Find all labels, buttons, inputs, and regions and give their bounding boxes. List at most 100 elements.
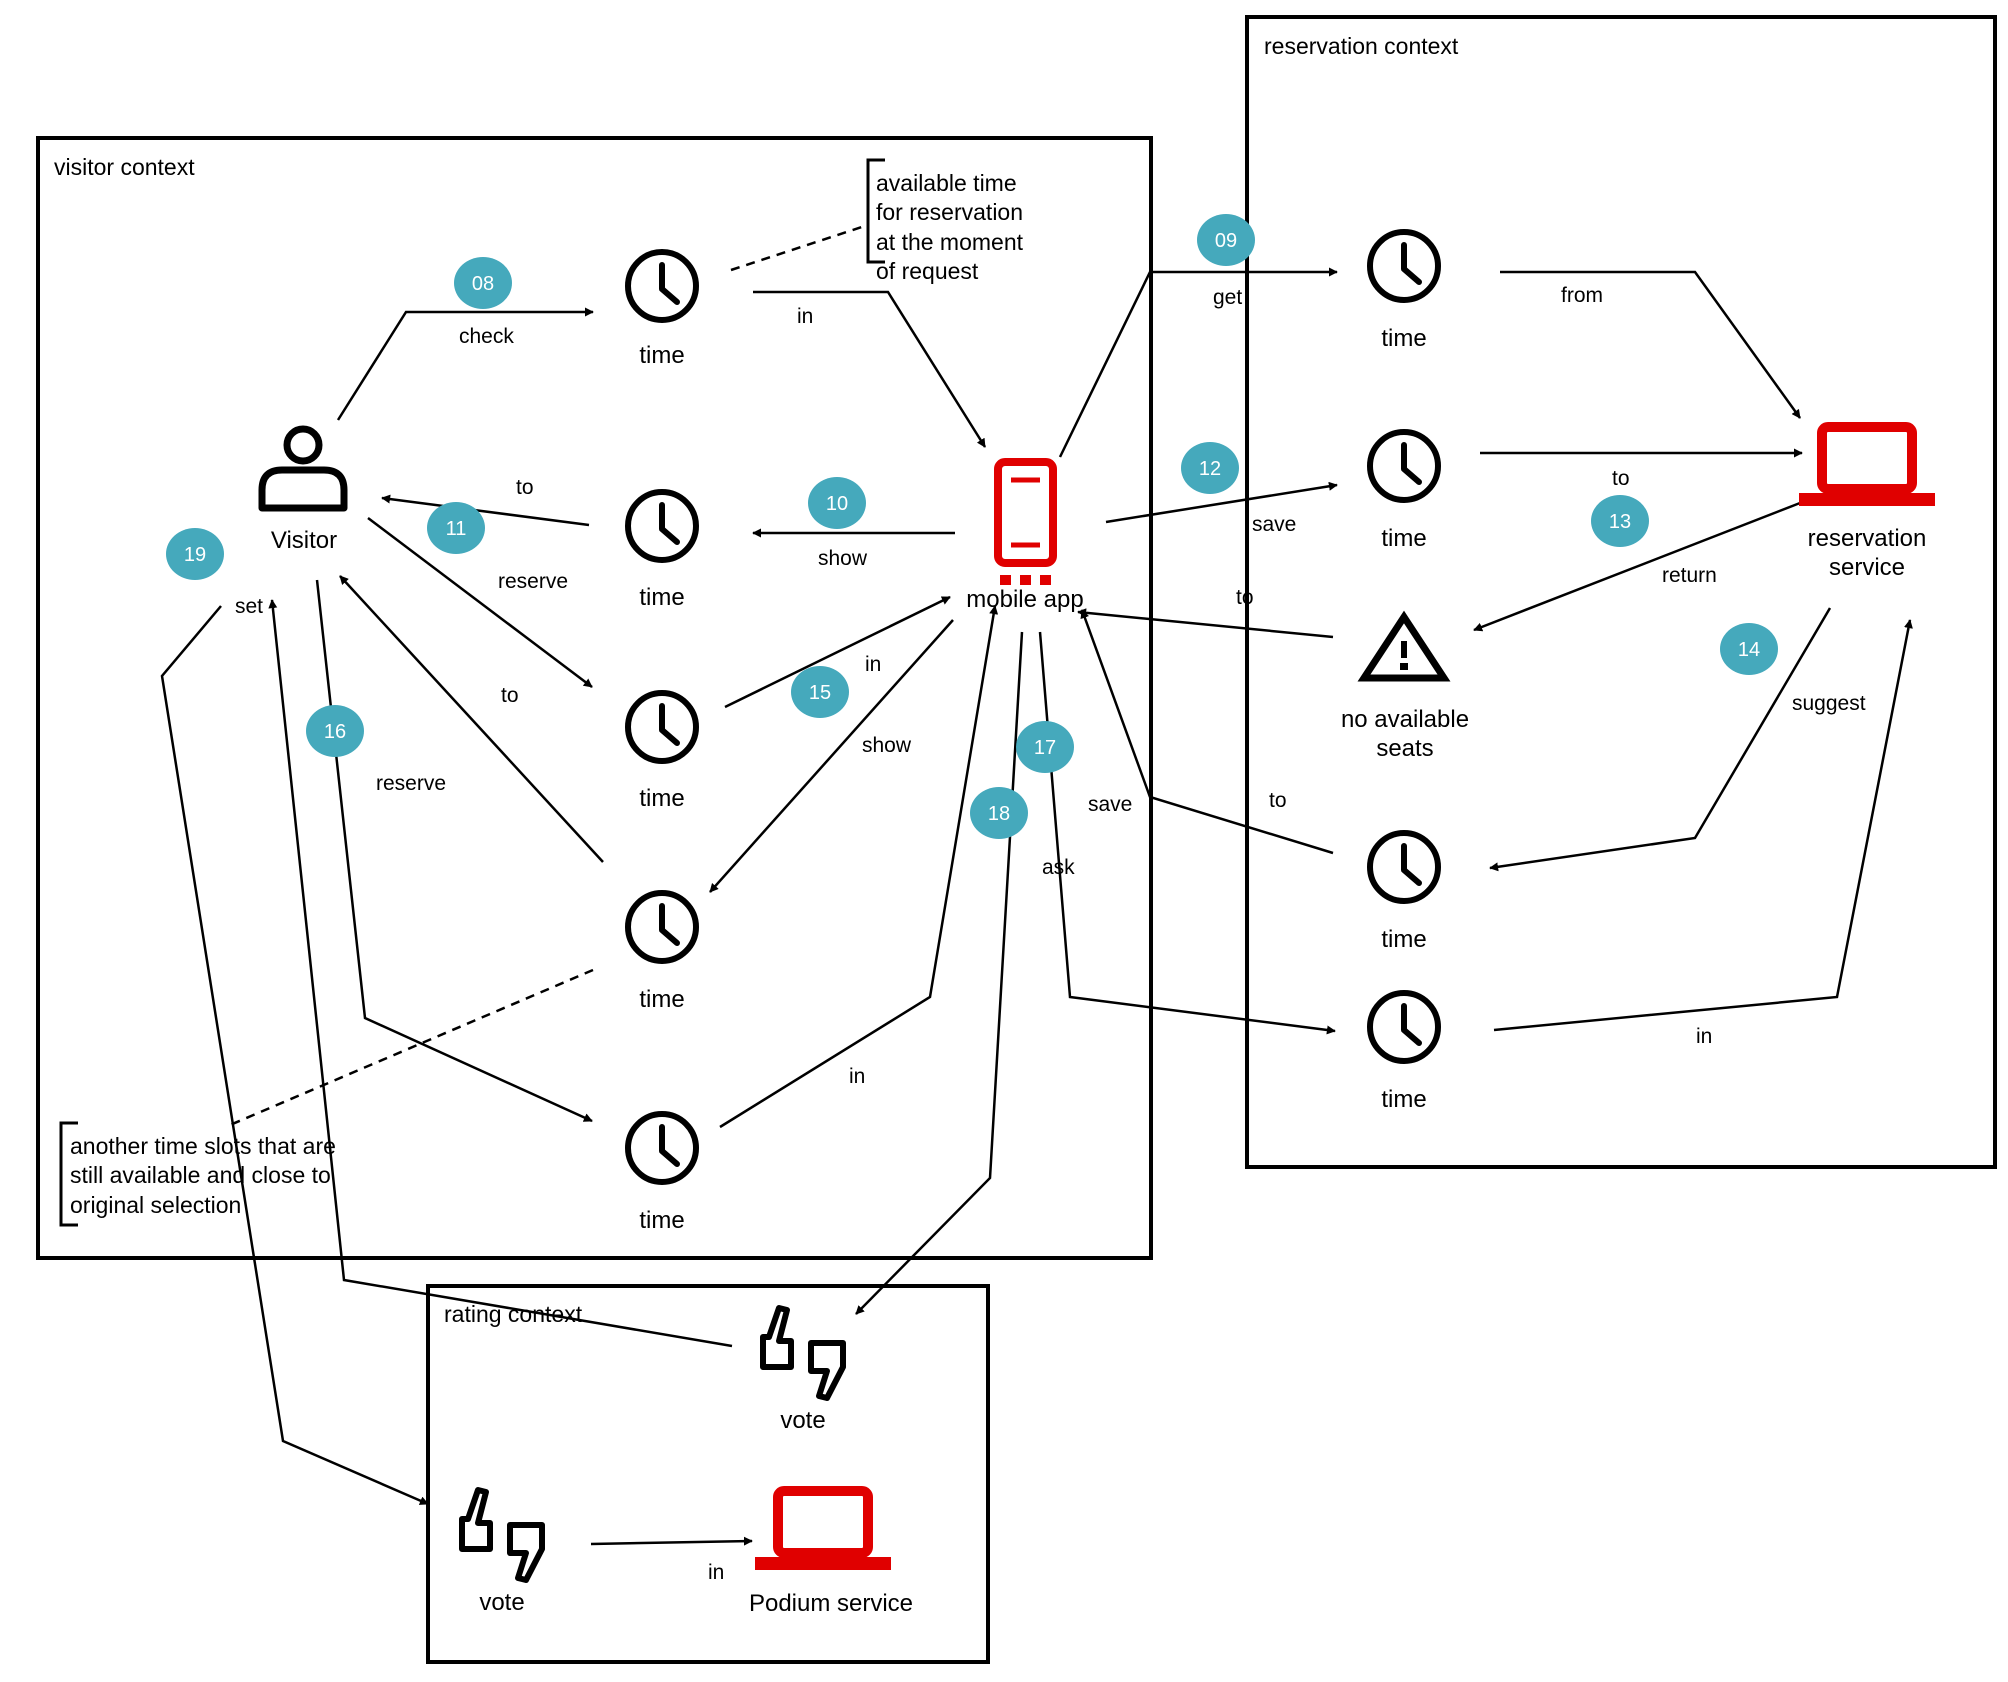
visitor-label: Visitor xyxy=(271,527,337,554)
svg-text:17: 17 xyxy=(1034,737,1056,759)
clock-icon xyxy=(628,492,696,560)
time-event-14[interactable]: time xyxy=(1370,833,1438,953)
time-event-08[interactable]: time xyxy=(628,252,696,369)
edge-service-return-warning xyxy=(1473,501,1801,632)
clock-icon xyxy=(628,252,696,320)
label-to-16: to xyxy=(501,684,519,707)
step-badge-18: 18 xyxy=(970,787,1028,839)
label-save-1: save xyxy=(1252,513,1296,536)
visitor-context: visitor context xyxy=(36,136,1153,1260)
note-line: of request xyxy=(876,258,979,284)
time-event-show-slots[interactable]: time xyxy=(628,893,696,1013)
time-event-10[interactable]: time xyxy=(628,492,696,611)
laptop-icon xyxy=(755,1491,891,1570)
time-event-17[interactable]: time xyxy=(1370,993,1438,1113)
time-label: time xyxy=(1381,325,1426,352)
visitor-context-title: visitor context xyxy=(54,154,195,180)
note-other-slots: another time slots that are still availa… xyxy=(59,1121,336,1227)
vote-event-visitor[interactable]: vote xyxy=(462,1490,542,1616)
reservation-context-title: reservation context xyxy=(1264,33,1459,59)
step-badge-17: 17 xyxy=(1016,721,1074,773)
thumbs-up-down-icon xyxy=(763,1308,843,1398)
clock-icon xyxy=(628,1114,696,1182)
svg-text:09: 09 xyxy=(1215,230,1237,252)
note-line: original selection xyxy=(70,1192,241,1218)
label-to-visitor: to xyxy=(516,476,534,499)
note-connectors xyxy=(229,223,869,1127)
vote-event-app[interactable]: vote xyxy=(763,1308,843,1434)
svg-text:12: 12 xyxy=(1199,458,1221,480)
label-return: return xyxy=(1662,564,1717,587)
label-show-2: show xyxy=(862,734,912,757)
time-label: time xyxy=(639,785,684,812)
step-badge-09: 09 xyxy=(1197,214,1255,266)
time-label: time xyxy=(639,584,684,611)
warning-triangle-icon xyxy=(1357,610,1451,682)
visitor-actor[interactable]: Visitor xyxy=(258,425,348,554)
mobile-app[interactable]: mobile app xyxy=(966,458,1084,613)
edge-time-in-service xyxy=(1493,619,1913,1032)
reservation-service[interactable]: reservation service xyxy=(1799,427,1935,581)
edge-app-save-time xyxy=(1105,481,1338,524)
edge-vote-in-podium xyxy=(590,1536,753,1546)
note-connector-other-slots xyxy=(229,968,594,1127)
time-event-09[interactable]: time xyxy=(1370,232,1438,352)
label-ask: ask xyxy=(1042,856,1075,879)
reservation-context: reservation context xyxy=(1245,15,1997,1169)
step-badges: 08 09 10 11 12 13 14 15 xyxy=(166,214,1778,839)
time-event-15[interactable]: time xyxy=(628,693,696,812)
label-in-1: in xyxy=(797,305,813,328)
svg-text:11: 11 xyxy=(446,518,467,540)
note-line: at the moment xyxy=(876,229,1024,255)
label-set: set xyxy=(235,595,263,618)
label-in-15: in xyxy=(865,653,881,676)
thumbs-up-down-icon xyxy=(462,1490,542,1580)
step-badge-15: 15 xyxy=(791,666,849,718)
clock-icon xyxy=(1370,993,1438,1061)
edge-visitor-reserve-time xyxy=(367,517,593,688)
rating-context: rating context xyxy=(426,1284,990,1664)
edge-labels: check in get from to to show save return… xyxy=(235,284,1866,1584)
step-badge-13: 13 xyxy=(1591,495,1649,547)
podium-service-label: Podium service xyxy=(749,1590,913,1617)
podium-service[interactable]: Podium service xyxy=(749,1491,913,1617)
rating-context-title: rating context xyxy=(444,1301,583,1327)
vote-label: vote xyxy=(780,1407,825,1434)
edge-app-get-time xyxy=(1058,267,1338,458)
no-available-seats-issue[interactable]: no available seats xyxy=(1341,610,1469,762)
svg-text:18: 18 xyxy=(988,803,1010,825)
person-icon xyxy=(258,425,348,512)
note-available-time: available time for reservation at the mo… xyxy=(866,158,1024,284)
edge-time-to-visitor xyxy=(381,494,590,527)
laptop-icon xyxy=(1799,427,1935,506)
time-event-12[interactable]: time xyxy=(1370,432,1438,552)
clock-icon xyxy=(628,893,696,961)
clock-icon xyxy=(1370,432,1438,500)
note-line: available time xyxy=(876,170,1017,196)
edge-check xyxy=(336,307,594,421)
time-label: time xyxy=(639,986,684,1013)
svg-text:10: 10 xyxy=(826,493,848,515)
no-seats-label-line: seats xyxy=(1376,735,1433,762)
edge-time-in-app-15 xyxy=(724,595,951,709)
time-event-16[interactable]: time xyxy=(628,1114,696,1234)
clock-icon xyxy=(1370,833,1438,901)
mobile-app-label: mobile app xyxy=(966,586,1083,613)
label-from: from xyxy=(1561,284,1603,307)
label-to-app: to xyxy=(1236,586,1254,609)
label-in-podium: in xyxy=(708,1561,724,1584)
no-seats-label-line: no available xyxy=(1341,706,1469,733)
label-to-suggest: to xyxy=(1269,789,1287,812)
edge-visitor-set-vote xyxy=(160,605,429,1506)
edge-vote-to-visitor xyxy=(268,599,733,1348)
label-to-service: to xyxy=(1612,467,1630,490)
svg-text:19: 19 xyxy=(184,544,206,566)
svg-text:14: 14 xyxy=(1738,639,1760,661)
svg-text:13: 13 xyxy=(1609,511,1631,533)
edge-time-in-app-17 xyxy=(719,605,999,1129)
reservation-service-label-line: service xyxy=(1829,554,1905,581)
reservation-service-label-line: reservation xyxy=(1808,525,1927,552)
edge-time-save-app xyxy=(1080,609,1334,855)
time-label: time xyxy=(639,342,684,369)
